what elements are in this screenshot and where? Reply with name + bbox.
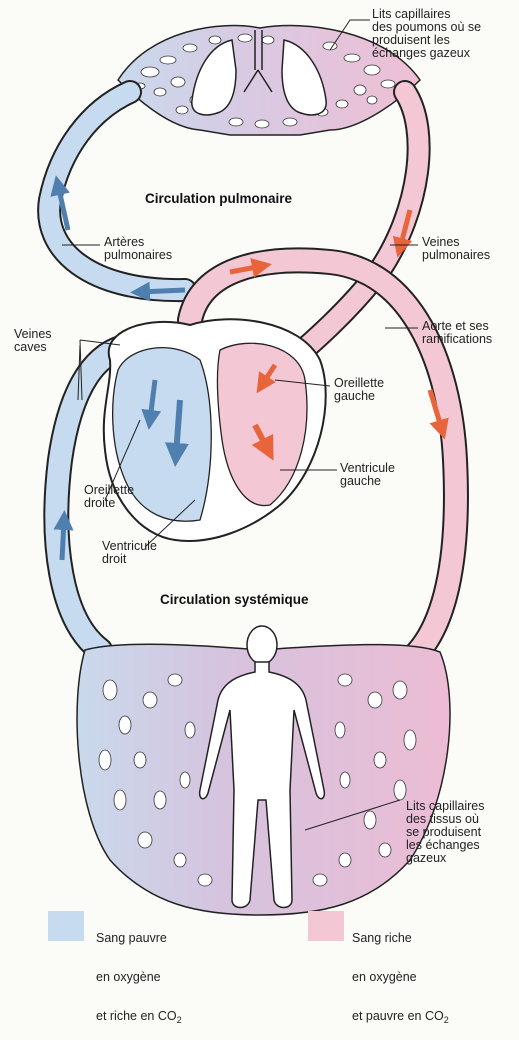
- label-lung-capillaries: Lits capillaires des poumons où se produ…: [372, 8, 481, 60]
- legend-swatch-blue: [48, 911, 84, 941]
- pulmonary-circulation-title: Circulation pulmonaire: [145, 191, 292, 206]
- label-right-ventricle: Ventricule droit: [102, 540, 157, 566]
- legend-red-line1: Sang riche: [352, 932, 449, 945]
- label-left-ventricle: Ventricule gauche: [340, 462, 395, 488]
- legend-red-line2: en oxygène: [352, 971, 449, 984]
- label-pulmonary-arteries: Artères pulmonaires: [104, 236, 172, 262]
- legend-blue-line1: Sang pauvre: [96, 932, 182, 945]
- co2-subscript: 2: [444, 1015, 449, 1025]
- flow-arrow-blue: [62, 520, 64, 560]
- label-venae-cavae: Veines caves: [14, 328, 52, 354]
- legend-blue-line2: en oxygène: [96, 971, 182, 984]
- legend-deoxygenated-text: Sang pauvre en oxygène et riche en CO2: [96, 906, 182, 1040]
- legend-swatch-pink: [308, 911, 344, 941]
- label-right-atrium: Oreillette droite: [84, 484, 134, 510]
- legend-red-line3: et pauvre en CO2: [352, 1010, 449, 1027]
- tissue-capillary-bed: [77, 626, 450, 915]
- flow-arrow-blue: [140, 290, 185, 292]
- legend-blue-line3: et riche en CO2: [96, 1010, 182, 1027]
- label-pulmonary-veins: Veines pulmonaires: [422, 236, 490, 262]
- flow-arrow-blue: [176, 400, 180, 455]
- legend-red-line3-prefix: et pauvre en CO: [352, 1009, 444, 1023]
- label-tissue-capillaries: Lits capillaires des tissus où se produi…: [406, 800, 485, 865]
- label-aorta: Aorte et ses ramifications: [422, 320, 492, 346]
- label-left-atrium: Oreillette gauche: [334, 377, 384, 403]
- heart: [104, 319, 326, 541]
- legend-blue-line3-prefix: et riche en CO: [96, 1009, 177, 1023]
- legend-oxygenated-text: Sang riche en oxygène et pauvre en CO2: [352, 906, 449, 1040]
- systemic-circulation-title: Circulation systémique: [160, 592, 309, 607]
- co2-subscript: 2: [177, 1015, 182, 1025]
